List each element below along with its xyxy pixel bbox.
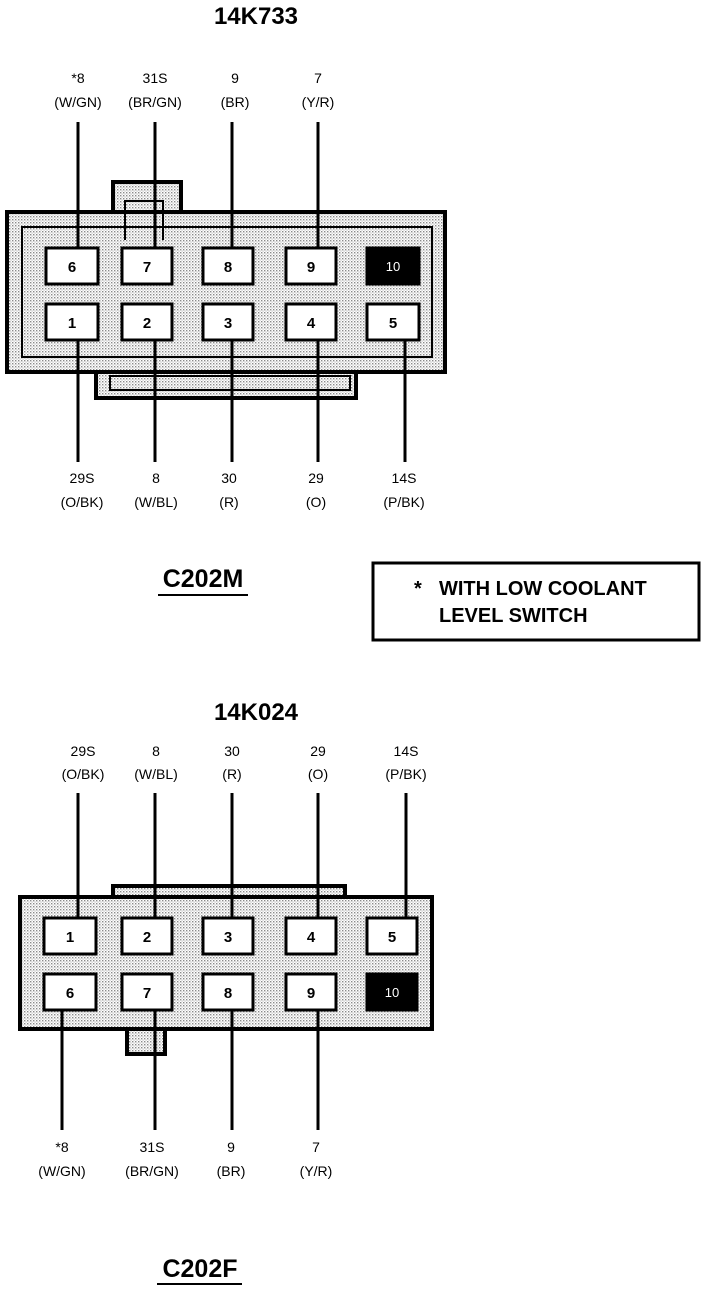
note-line-1: WITH LOW COOLANT [439,578,647,600]
wire-label-color: (W/BL) [134,494,178,510]
bottom-lower-wire-labels: *8 (W/GN) 31S (BR/GN) 9 (BR) 7 (Y/R) [38,1139,332,1179]
wire-label-color: (O) [308,766,328,782]
wire-label-circuit: *8 [71,70,84,86]
wire-label-circuit: 29 [308,470,324,486]
wire-label-color: (P/BK) [383,494,424,510]
bottom-upper-wire-labels: 29S (O/BK) 8 (W/BL) 30 (R) 29 (O) 14S (P… [62,743,427,782]
wire-label-color: (BR) [217,1163,246,1179]
wire-label-color: (Y/R) [302,94,335,110]
top-pin-row-1: 6 7 8 9 10 [44,246,421,286]
top-connector-name: C202M [163,565,244,593]
pin-cavity [201,302,255,342]
pin-number: 4 [307,929,316,946]
wire-label-color: (O) [306,494,326,510]
pin-number: 2 [143,315,151,332]
pin-number: 1 [68,315,76,332]
wire-label-color: (R) [222,766,241,782]
pin-cavity [284,972,338,1012]
wire-label-color: (O/BK) [61,494,104,510]
pin-number: 6 [68,259,76,276]
pin-cavity-blocked [365,972,419,1012]
pin-cavity [42,916,98,956]
wire-label-color: (R) [219,494,238,510]
wire-label-circuit: 9 [227,1139,235,1155]
pin-cavity [284,916,338,956]
pin-number: 10 [386,259,400,274]
top-part-number: 14K733 [214,3,298,30]
wire-label-color: (O/BK) [62,766,105,782]
pin-cavity [201,916,255,956]
pin-cavity [44,246,100,286]
pin-number: 3 [224,929,232,946]
pin-cavity [365,302,421,342]
wire-label-circuit: 14S [392,470,417,486]
pin-number: 9 [307,259,315,276]
wire-label-circuit: *8 [55,1139,68,1155]
pin-number: 3 [224,315,232,332]
wire-label-circuit: 8 [152,743,160,759]
note-box: * WITH LOW COOLANT LEVEL SWITCH [371,561,701,642]
wire-label-color: (Y/R) [300,1163,333,1179]
pin-number: 7 [143,985,151,1002]
top-pin-row-2: 1 2 3 4 5 [44,302,421,342]
wire-label-color: (W/GN) [54,94,101,110]
pin-number: 1 [66,929,74,946]
pin-number: 2 [143,929,151,946]
wire-label-circuit: 14S [394,743,419,759]
wire-label-circuit: 8 [152,470,160,486]
pin-cavity [365,916,419,956]
pin-number: 4 [307,315,316,332]
wire-label-circuit: 9 [231,70,239,86]
pin-number: 9 [307,985,315,1002]
wire-label-circuit: 30 [224,743,240,759]
wire-label-circuit: 29S [70,470,95,486]
wire-label-color: (BR) [221,94,250,110]
pin-cavity-blocked [365,246,421,286]
wire-label-circuit: 7 [314,70,322,86]
wire-label-color: (BR/GN) [125,1163,179,1179]
pin-number: 6 [66,985,74,1002]
pin-cavity [42,972,98,1012]
pin-number: 8 [224,259,232,276]
wire-label-color: (W/GN) [38,1163,85,1179]
note-asterisk: * [414,578,422,600]
pin-cavity [120,972,174,1012]
bottom-part-number: 14K024 [214,699,299,726]
pin-cavity [284,302,338,342]
pin-number: 5 [389,315,397,332]
pin-number: 8 [224,985,232,1002]
wire-label-circuit: 29 [310,743,326,759]
wire-label-color: (P/BK) [385,766,426,782]
wire-label-circuit: 30 [221,470,237,486]
wire-label-circuit: 7 [312,1139,320,1155]
pin-cavity [120,246,174,286]
bottom-connector-body [18,884,434,1056]
wire-label-circuit: 29S [71,743,96,759]
pin-cavity [284,246,338,286]
wire-label-color: (W/BL) [134,766,178,782]
pin-cavity [201,246,255,286]
pin-cavity [44,302,100,342]
pin-number: 7 [143,259,151,276]
top-wires [76,122,407,462]
wire-label-circuit: 31S [143,70,168,86]
top-connector-body [5,180,447,400]
pin-cavity [201,972,255,1012]
bottom-pin-row-2: 6 7 8 9 10 [42,972,419,1012]
bottom-wires [60,793,408,1130]
wire-label-color: (BR/GN) [128,94,182,110]
top-upper-wire-labels: *8 (W/GN) 31S (BR/GN) 9 (BR) 7 (Y/R) [54,70,334,110]
pin-cavity [120,916,174,956]
bottom-connector-name: C202F [162,1255,237,1283]
pin-number: 10 [385,985,399,1000]
top-lower-wire-labels: 29S (O/BK) 8 (W/BL) 30 (R) 29 (O) 14S (P… [61,470,425,510]
pin-number: 5 [388,929,396,946]
bottom-pin-row-1: 1 2 3 4 5 [42,916,419,956]
note-line-2: LEVEL SWITCH [439,605,588,627]
wire-label-circuit: 31S [140,1139,165,1155]
pin-cavity [120,302,174,342]
